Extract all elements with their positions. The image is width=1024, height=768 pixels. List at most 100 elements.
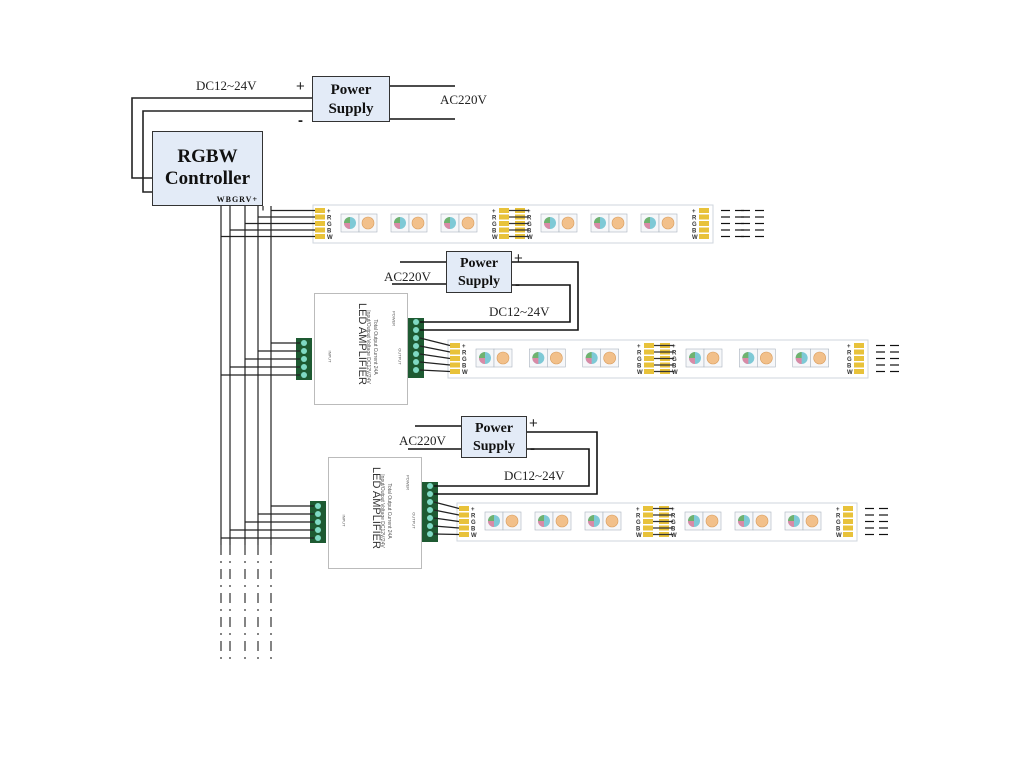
pin-label: G (671, 520, 676, 526)
solder-pad (450, 356, 460, 361)
power-supply-2-line2: Supply (457, 274, 501, 289)
white-led-icon (496, 351, 510, 365)
white-led-icon (805, 514, 819, 528)
ac-label-2: AC220V (384, 269, 431, 284)
pin-label: + (492, 209, 496, 215)
rgb-led-green (544, 217, 550, 223)
solder-pad (315, 227, 325, 233)
solder-pad (315, 234, 325, 239)
pin-label: G (672, 357, 677, 363)
white-led-icon (361, 216, 375, 230)
amplifier-1-input-label: INPUT (327, 350, 333, 363)
terminal-screw (301, 348, 307, 354)
white-led-icon (555, 514, 569, 528)
solder-pad (699, 208, 709, 213)
amplifier-2-output-wire (433, 509, 460, 516)
solder-pad (699, 221, 709, 226)
pin-label: G (636, 520, 641, 526)
pin-label: G (327, 222, 332, 228)
rgb-led-green (479, 352, 485, 358)
white-led-icon (813, 351, 826, 365)
pin-label: + (672, 344, 676, 350)
pin-label: B (847, 364, 852, 370)
solder-pad (699, 227, 709, 233)
pin-label: B (836, 527, 841, 533)
pin-label: + (847, 344, 851, 350)
solder-pad (643, 525, 653, 531)
terminal-screw (413, 351, 419, 357)
solder-pad (644, 362, 654, 368)
power-supply-2-line1: Power (459, 256, 499, 271)
amplifier-2-output-wire (433, 533, 460, 536)
pin-label: W (836, 533, 842, 539)
pin-label: B (462, 364, 467, 370)
rgb-led-green (394, 217, 400, 223)
pin-label: G (471, 520, 476, 526)
solder-pad (499, 208, 509, 213)
terminal-screw (315, 503, 321, 509)
solder-pad (450, 343, 460, 348)
amplifier-2-power-label: POWER (405, 474, 411, 491)
solder-pad (450, 369, 460, 374)
pin-label: G (462, 357, 467, 363)
pin-label: + (692, 209, 696, 215)
rgb-led-red (544, 223, 550, 229)
rgb-led-red (488, 521, 494, 527)
pin-label: G (836, 520, 841, 526)
amplifier-2-spec2: Total Output Current 24A (386, 483, 392, 539)
amplifier-1-output-wire (419, 345, 451, 353)
rgb-led-green (588, 515, 594, 521)
solder-pad (643, 519, 653, 524)
pin-label: W (471, 533, 477, 539)
controller-terminal-labels: WBGRV+ (216, 195, 258, 204)
solder-pad (459, 506, 469, 511)
plus-sign-3: + (529, 415, 538, 432)
solder-pad (450, 362, 460, 368)
pin-label: G (492, 222, 497, 228)
pin-label: B (492, 229, 497, 235)
rgb-led-green (594, 217, 600, 223)
rgb-led-red (394, 223, 400, 229)
pin-label: B (692, 229, 697, 235)
solder-pad (644, 369, 654, 374)
amplifier-2-output-wire (433, 501, 460, 510)
pin-label: + (637, 344, 641, 350)
solder-pad (854, 343, 864, 348)
rgb-led-green (488, 515, 494, 521)
terminal-screw (427, 499, 433, 505)
rgb-led-green (788, 515, 794, 521)
terminal-screw (413, 327, 419, 333)
white-led-icon (605, 514, 619, 528)
pin-label: R (636, 514, 641, 520)
rgb-led-red (444, 223, 450, 229)
terminal-screw (413, 343, 419, 349)
white-led-icon (411, 216, 425, 230)
rgb-led-green (532, 352, 539, 358)
rgb-led-red (795, 358, 802, 364)
white-led-icon (550, 351, 563, 365)
pin-label: B (637, 364, 642, 370)
amplifier-1-spec1: Input/Output Voltage DC12V/24V (365, 310, 371, 384)
psu3-positive-wire (434, 431, 598, 495)
solder-pad (643, 506, 653, 511)
rgb-led-red (588, 521, 594, 527)
solder-pad (854, 356, 864, 361)
power-supply-main-line2: Supply (328, 101, 374, 117)
pin-label: W (327, 235, 333, 241)
white-led-icon (561, 216, 575, 230)
terminal-screw (427, 523, 433, 529)
terminal-screw (427, 531, 433, 537)
solder-pad (854, 362, 864, 368)
amplifier-2-input-label: INPUT (341, 514, 347, 527)
amplifier-1-output-label: OUTPUT (397, 348, 403, 365)
psu2-positive-wire (420, 261, 579, 331)
controller-line2: Controller (164, 168, 251, 189)
terminal-screw (315, 519, 321, 525)
amplifier-1-output-wire (419, 337, 451, 347)
amplifier-1-spec2: Total Output Current 24A (372, 319, 378, 375)
rgb-led-green (689, 352, 695, 358)
white-led-icon (603, 351, 616, 365)
plus-sign-2: + (514, 250, 523, 267)
terminal-screw (315, 527, 321, 533)
rgb-led-green (738, 515, 744, 521)
